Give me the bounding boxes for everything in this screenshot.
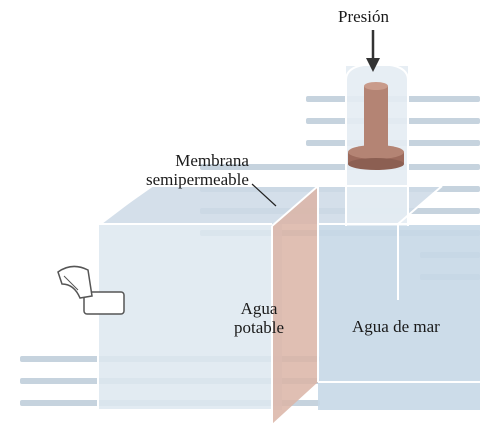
- membrane-pointer-line: [251, 183, 277, 207]
- semipermeable-membrane: [272, 186, 318, 424]
- down-arrow-icon: [366, 30, 380, 72]
- tank-outlines: [97, 185, 480, 424]
- fresh-water-label-line2: potable: [234, 317, 285, 337]
- fresh-water-label-line1: Agua: [240, 299, 278, 318]
- fresh-water-label: Agua potable: [234, 299, 285, 337]
- fresh-water-region: [98, 224, 282, 410]
- piston-icon: [348, 82, 404, 170]
- pressure-label: Presión: [338, 7, 389, 26]
- membrane-label-line1: Membrana: [175, 151, 249, 170]
- faucet-icon: [57, 265, 125, 315]
- membrane-label: Membrana semipermeable: [146, 151, 249, 189]
- membrane-label-line2: semipermeable: [146, 169, 249, 189]
- sea-water-label: Agua de mar: [352, 317, 440, 336]
